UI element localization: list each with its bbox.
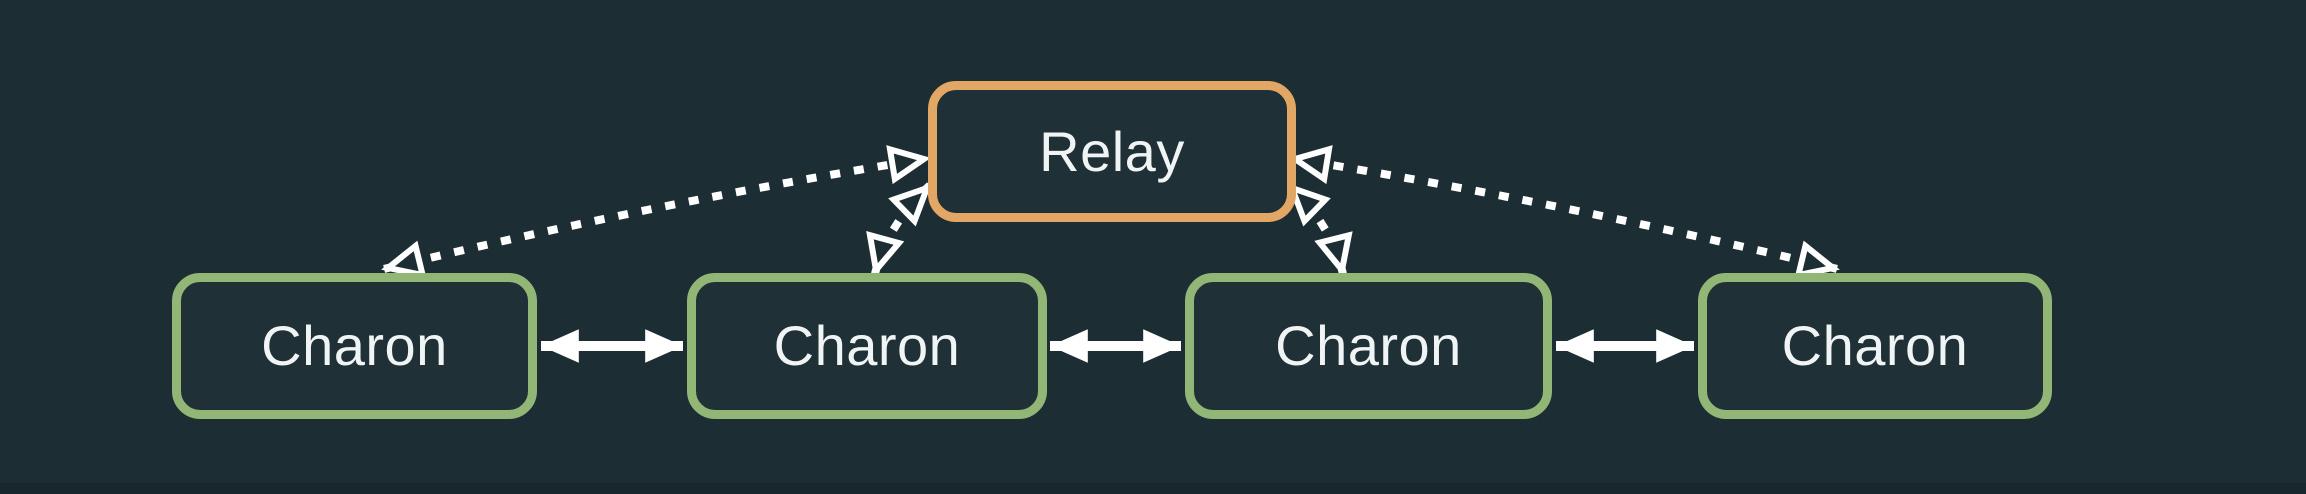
node-charon-2: Charon bbox=[687, 273, 1047, 419]
dotted-link-charon3-relay bbox=[1286, 182, 1353, 277]
node-charon-1-label: Charon bbox=[261, 314, 448, 377]
bottom-edge-strip bbox=[0, 483, 2306, 494]
node-charon-3: Charon bbox=[1185, 273, 1552, 419]
dotted-link-charon4-relay bbox=[1288, 145, 1840, 279]
node-charon-4: Charon bbox=[1698, 273, 2052, 419]
node-relay: Relay bbox=[928, 81, 1296, 222]
node-relay-label: Relay bbox=[1039, 119, 1185, 183]
dotted-link-charon1-relay bbox=[381, 145, 931, 279]
node-charon-4-label: Charon bbox=[1781, 314, 1969, 377]
node-charon-2-label: Charon bbox=[773, 314, 961, 377]
node-charon-3-label: Charon bbox=[1275, 314, 1462, 377]
dotted-link-charon2-relay bbox=[866, 182, 933, 277]
node-charon-1: Charon bbox=[172, 273, 537, 419]
